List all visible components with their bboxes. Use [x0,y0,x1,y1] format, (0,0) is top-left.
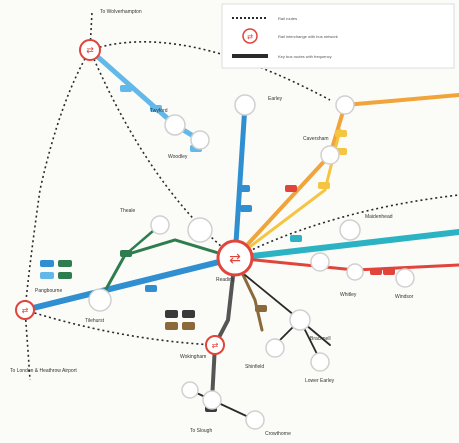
badge [238,185,250,192]
bus-route-icon [232,54,268,58]
place-label: Bracknell [310,336,331,342]
legend-row-label: Key bus routes with frequency [278,54,332,59]
rail-station-icon: ⇄ [79,39,101,61]
rail-line-ne [234,194,459,259]
place-label: Maidenhead [365,214,393,220]
svg-text:⇄: ⇄ [229,251,241,267]
place-label: Crowthorne [265,431,291,437]
badge [240,205,252,212]
route-darkgrey-south [210,256,237,402]
town-node [187,217,213,243]
place-label: Shinfield [245,364,264,370]
badge [120,250,132,257]
badge [290,235,302,242]
town-node [181,381,199,399]
place-labels: Reading Twyford Woodley Earley Caversham… [35,96,414,437]
town-node [202,390,222,410]
town-node [339,219,361,241]
place-label: Windsor [395,294,414,300]
badge [145,285,157,292]
town-node [310,252,330,272]
badge [40,260,54,267]
south-note: To Slough [190,428,212,434]
legend-row-label: Rail routes [278,16,297,21]
town-node [310,352,330,372]
town-node [335,95,355,115]
town-node [346,263,364,281]
route-blue-north [232,102,248,261]
rail-station-icon: ⇄ [205,335,225,355]
town-node [190,130,210,150]
place-label: Caversham [303,136,329,142]
town-node [320,145,340,165]
badge [40,272,54,279]
town-node [150,215,170,235]
rail-line-north [24,49,91,381]
place-label: Wokingham [180,354,206,360]
badge [285,185,297,192]
rail-line-west [24,309,216,346]
place-label: Lower Earley [305,378,335,384]
svg-text:⇄: ⇄ [22,306,29,315]
badge [120,85,132,92]
place-label: Tilehurst [85,318,105,324]
badge [165,310,178,318]
legend-row-label: Rail interchange with bus network [278,34,338,39]
route-blue-west [22,255,238,313]
rail-station-icon [242,28,258,44]
bottom-note: To London & Heathrow Airport [10,368,77,374]
place-label: Twyford [150,108,168,114]
place-label: Earley [268,96,283,102]
town-node [395,268,415,288]
place-label: Woodley [168,154,188,160]
legend: Rail routes ⇄ Rail interchange with bus … [221,3,455,69]
place-label: Reading [216,277,235,283]
route-black-s [189,389,256,421]
place-label: Whitley [340,292,357,298]
badge [383,268,395,275]
town-nodes [88,94,415,430]
badge [335,130,347,137]
badge [255,305,267,312]
place-label: Theale [120,208,136,214]
badge [58,260,72,267]
place-label: Pangbourne [35,288,62,294]
rail-station-icon: ⇄ [15,300,35,320]
badge [165,322,178,330]
route-green-nw [98,238,237,302]
svg-text:⇄: ⇄ [247,33,253,41]
route-red-east [233,256,459,272]
town-node [88,288,112,312]
town-node [245,410,265,430]
town-node [265,338,285,358]
badge [318,182,330,189]
badge [150,105,162,112]
badge [58,272,72,279]
town-node [164,114,186,136]
badge [182,322,195,330]
badge [370,268,382,275]
rail-line-top [89,41,331,101]
svg-text:⇄: ⇄ [212,341,219,350]
route-teal-east [232,229,459,261]
rail-stations: ⇄ ⇄ ⇄ ⇄ [15,39,254,355]
town-node [234,94,256,116]
rail-station-icon: ⇄ [216,239,254,277]
top-note: To Wolverhampton [100,9,142,15]
town-node [289,309,311,331]
svg-text:⇄: ⇄ [86,46,94,56]
badge [182,310,195,318]
